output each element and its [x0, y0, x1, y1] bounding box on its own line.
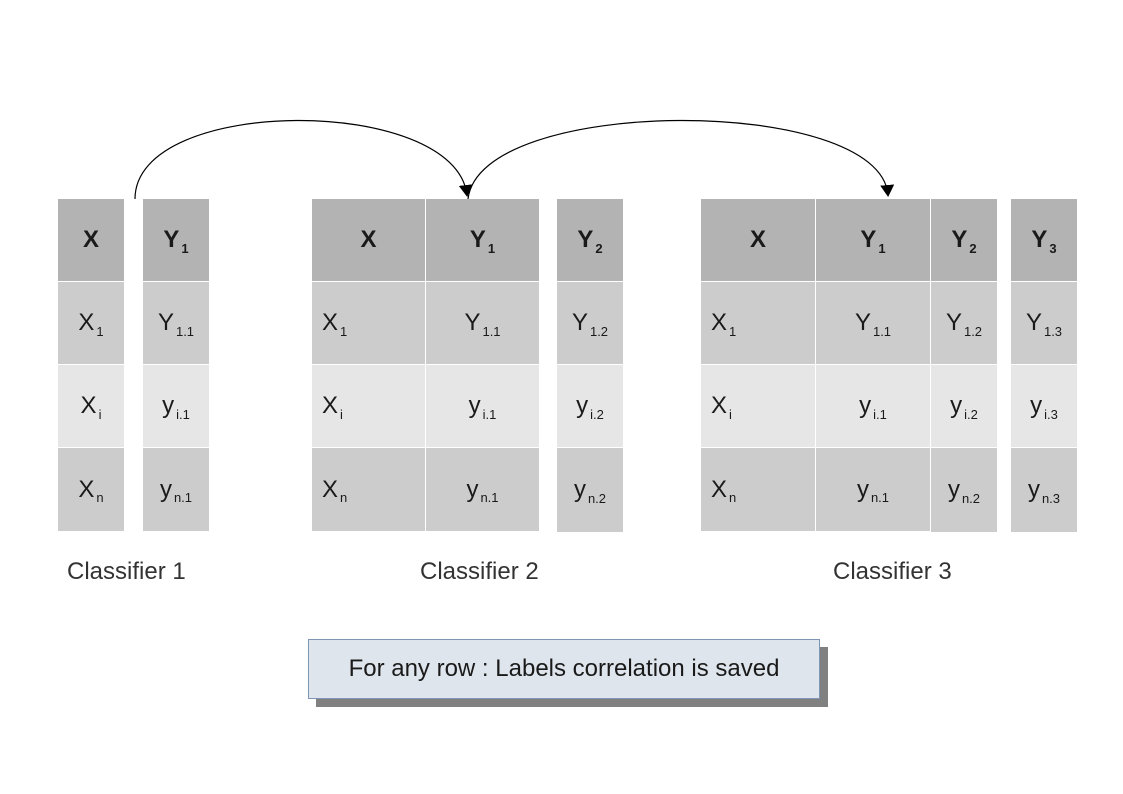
note-text: For any row : Labels correlation is save…	[348, 655, 780, 682]
classifier-1-caption: Classifier 1	[67, 558, 186, 585]
header-x: X	[701, 199, 816, 282]
arrow-classifier2-to-classifier3	[467, 119, 895, 200]
classifier-3-caption: Classifier 3	[833, 558, 952, 585]
note-box: For any row : Labels correlation is save…	[308, 639, 820, 699]
arrow-classifier1-to-classifier2	[134, 119, 473, 200]
header-x: X	[58, 199, 125, 282]
classifier-2-caption: Classifier 2	[420, 558, 539, 585]
header-x: X	[312, 199, 426, 282]
